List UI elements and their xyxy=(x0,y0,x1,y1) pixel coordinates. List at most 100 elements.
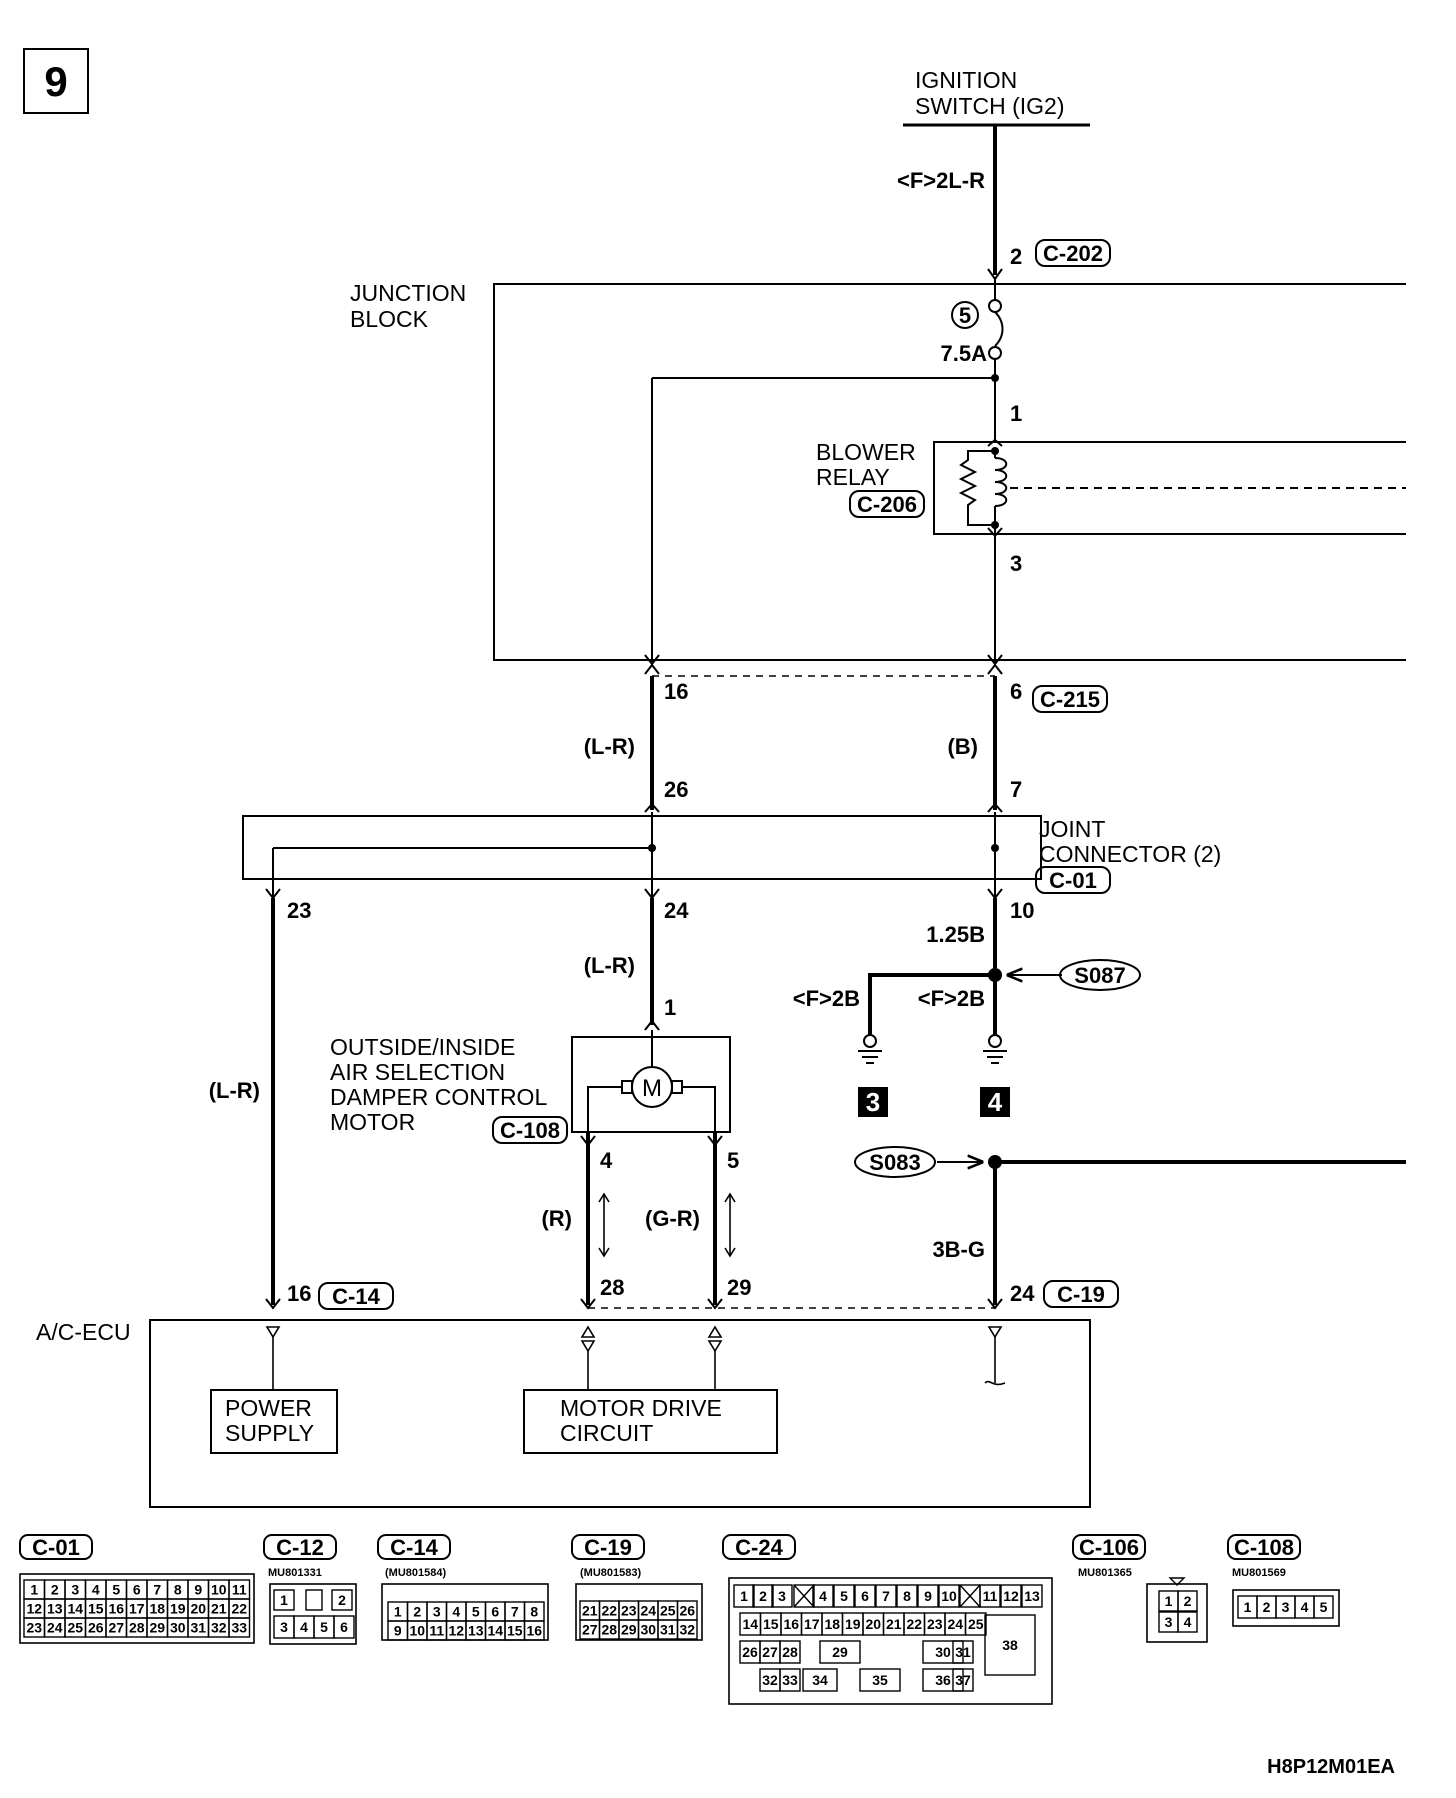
ignition-switch-label-2: SWITCH (IG2) xyxy=(915,93,1065,119)
connector-c108 xyxy=(492,1116,568,1144)
legend-c106-cell: 4 xyxy=(1184,1614,1192,1630)
legend-c14-cell: 3 xyxy=(433,1604,441,1620)
legend-c108-cell: 1 xyxy=(1244,1599,1252,1615)
legend-c14-part: (MU801584) xyxy=(385,1567,446,1579)
legend-c24-cell: 30 xyxy=(935,1644,951,1660)
legend-c24-cell: 37 xyxy=(955,1672,971,1688)
bidirectional-arrow-icon xyxy=(598,1192,736,1258)
legend-c24-cell: 19 xyxy=(845,1616,861,1632)
legend-c24-cell: 12 xyxy=(1003,1588,1019,1604)
wire-f2b-a: <F>2B xyxy=(793,986,860,1011)
legend-c24-cell: 8 xyxy=(903,1588,911,1604)
legend-c24-cell: 2 xyxy=(759,1588,767,1604)
wire-gr: (G-R) xyxy=(645,1206,700,1231)
legend-c24-cell: 9 xyxy=(924,1588,932,1604)
blower-relay-label: BLOWER xyxy=(816,439,916,465)
legend-c14-cell: 10 xyxy=(409,1623,425,1639)
legend-c24-cell: 35 xyxy=(872,1672,888,1688)
legend-c24-cell: 4 xyxy=(819,1588,827,1604)
damper-motor-label-4: MOTOR xyxy=(330,1109,415,1135)
legend-c24-cell: 27 xyxy=(762,1644,778,1660)
pin-16: 16 xyxy=(664,679,688,704)
connector-c14 xyxy=(318,1282,394,1310)
legend-c01-cell: 18 xyxy=(149,1601,165,1617)
legend-c24-cell: 33 xyxy=(782,1672,798,1688)
legend-c01-cell: 23 xyxy=(26,1620,42,1636)
legend-c01-title: C-01 xyxy=(32,1535,80,1560)
legend-c19-cell: 31 xyxy=(660,1622,676,1638)
legend-c24-cell: 13 xyxy=(1024,1588,1040,1604)
pin-24: 24 xyxy=(664,898,689,923)
connector-c108-label: C-108 xyxy=(500,1118,560,1143)
legend-c01-cell: 6 xyxy=(133,1582,141,1598)
legend-c106-part: MU801365 xyxy=(1078,1567,1132,1579)
legend-c24-cell: 38 xyxy=(1002,1637,1018,1653)
connector-c202-label: C-202 xyxy=(1043,241,1103,266)
ac-ecu-box xyxy=(149,1319,1091,1508)
joint-connector-box xyxy=(242,815,1042,880)
legend-c12-part: MU801331 xyxy=(268,1567,322,1579)
legend-c24-cell: 6 xyxy=(861,1588,869,1604)
legend-c12-cell: 5 xyxy=(320,1619,328,1635)
legend-c24-cell: 3 xyxy=(778,1588,786,1604)
fuse-rating: 7.5A xyxy=(941,341,988,366)
splice-s083 xyxy=(854,1146,936,1178)
legend-c19-cell: 29 xyxy=(621,1622,637,1638)
connector-c202 xyxy=(1035,239,1111,267)
legend-c01-cell: 26 xyxy=(88,1620,104,1636)
legend-c01-cell: 29 xyxy=(149,1620,165,1636)
footer-code: H8P12M01EA xyxy=(1267,1756,1395,1778)
motor-drive-label: MOTOR DRIVE xyxy=(560,1395,722,1421)
legend-c01-cell: 11 xyxy=(232,1582,247,1598)
legend-c24-cell: 10 xyxy=(941,1588,957,1604)
legend-c12-cell: 3 xyxy=(280,1619,288,1635)
legend-c01-cell: 13 xyxy=(47,1601,63,1617)
legend-c01-cell: 19 xyxy=(170,1601,186,1617)
legend-c108-cell: 5 xyxy=(1320,1599,1328,1615)
legend-c14-cell: 13 xyxy=(468,1623,484,1639)
legend-c14-cell: 1 xyxy=(394,1604,402,1620)
ground-point-3-label: 3 xyxy=(866,1087,880,1117)
wire-125b: 1.25B xyxy=(926,922,985,947)
relay-coil-icon xyxy=(994,457,1008,507)
connector-c14-label: C-14 xyxy=(332,1284,380,1309)
fuse-terminal-bottom xyxy=(988,346,1002,360)
ground-icon xyxy=(858,1050,1007,1064)
legend-c01-cell: 14 xyxy=(67,1601,83,1617)
splice-s087-label: S087 xyxy=(1074,963,1125,988)
legend-c19-title: C-19 xyxy=(584,1535,632,1560)
legend-c14-cell: 16 xyxy=(526,1623,542,1639)
pin-28: 28 xyxy=(600,1275,624,1300)
damper-motor-label-2: AIR SELECTION xyxy=(330,1059,505,1085)
legend-c01-cell: 25 xyxy=(67,1620,83,1636)
legend-c24-cell: 24 xyxy=(947,1616,963,1632)
legend-c24-cell: 26 xyxy=(742,1644,758,1660)
damper-motor-label: OUTSIDE/INSIDE xyxy=(330,1034,515,1060)
legend-c12-cell: 2 xyxy=(338,1592,346,1608)
fuse-icon xyxy=(994,311,1004,347)
legend-c106-cell: 3 xyxy=(1165,1614,1173,1630)
legend-c24-cell: 25 xyxy=(968,1616,984,1632)
blower-relay-label-2: RELAY xyxy=(816,464,890,490)
legend-c01-cell: 30 xyxy=(170,1620,186,1636)
legend-c14-cell: 14 xyxy=(487,1623,503,1639)
legend-c14-cell: 9 xyxy=(394,1623,402,1639)
legend-c01-cell: 15 xyxy=(88,1601,104,1617)
legend-c14-cell: 12 xyxy=(448,1623,464,1639)
pin-m1: 1 xyxy=(664,995,676,1020)
page-number-box xyxy=(23,48,89,114)
connector-c215 xyxy=(1032,685,1108,713)
blower-relay-box xyxy=(933,441,1406,535)
ac-ecu-label: A/C-ECU xyxy=(36,1319,131,1345)
legend-c12-cell: 6 xyxy=(340,1619,348,1635)
motor-drive-label-2: CIRCUIT xyxy=(560,1420,653,1446)
legend-c24-cell: 11 xyxy=(983,1588,998,1604)
junction-block-label: JUNCTION xyxy=(350,280,466,306)
motor-drive-circuit-box xyxy=(523,1389,778,1454)
legend-c106-title: C-106 xyxy=(1079,1535,1139,1560)
